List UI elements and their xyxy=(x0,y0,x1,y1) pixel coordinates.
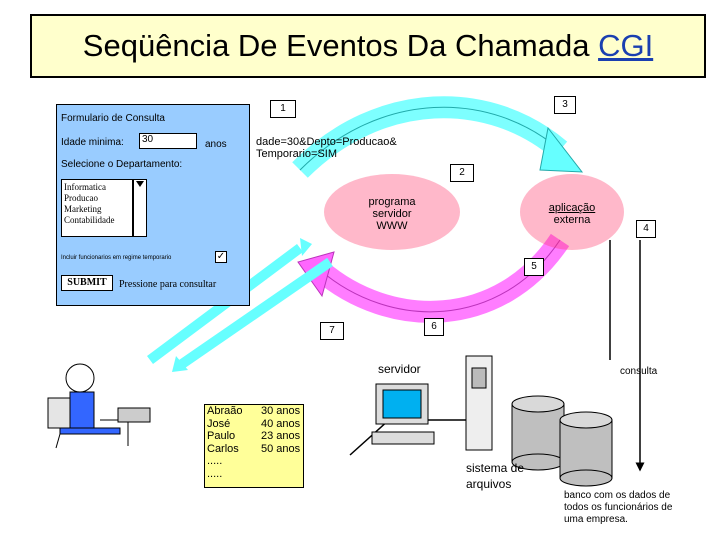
submit-hint: Pressione para consultar xyxy=(119,279,217,290)
temp-label: Incluir funcionarios em regime temporari… xyxy=(61,255,172,261)
arrow-to-user xyxy=(179,257,333,369)
step-5: 5 xyxy=(524,258,544,276)
server-program-label: programa servidor WWW xyxy=(352,196,432,232)
list-item[interactable]: Marketing xyxy=(64,204,102,214)
arrow-head-top xyxy=(539,126,584,173)
title-banner: Seqüência De Eventos Da Chamada CGI xyxy=(30,14,706,78)
step-3: 3 xyxy=(554,96,576,114)
step-1: 1 xyxy=(270,100,296,118)
result-name: ..... xyxy=(207,455,223,467)
query-line: Temporario=SIM xyxy=(256,148,338,160)
age-unit: anos xyxy=(205,139,227,150)
page-title: Seqüência De Eventos Da Chamada CGI xyxy=(82,28,654,63)
names-column: Abraão José Paulo Carlos ..... ..... xyxy=(207,405,242,480)
step-2: 2 xyxy=(450,164,474,182)
results-box: Abraão José Paulo Carlos ..... ..... 30 … xyxy=(204,404,304,488)
cgi-link[interactable]: CGI xyxy=(598,28,654,63)
dept-list[interactable]: Informatica Producao Marketing Contabili… xyxy=(61,179,133,237)
node-text: externa xyxy=(553,214,591,226)
node-text: uma empresa. xyxy=(564,514,628,525)
step-7: 7 xyxy=(320,322,344,340)
chevron-down-icon[interactable] xyxy=(136,181,144,187)
database-label: banco com os dados de todos os funcionár… xyxy=(564,490,672,526)
ages-column: 30 anos 40 anos 23 anos 50 anos xyxy=(261,405,300,455)
result-name: ..... xyxy=(207,467,223,480)
node-text: sistema de xyxy=(466,461,525,475)
node-text: programa xyxy=(368,196,416,208)
query-line: dade=30&Depto=Producao& xyxy=(256,136,397,148)
result-age: 23 anos xyxy=(261,430,301,442)
node-text: arquivos xyxy=(466,477,512,491)
form-title: Formulario de Consulta xyxy=(61,113,165,124)
consulta-label: consulta xyxy=(620,366,658,377)
query-string: dade=30&Depto=Producao& Temporario=SIM xyxy=(256,136,397,160)
external-app-label: aplicação externa xyxy=(530,202,614,226)
result-age: 40 anos xyxy=(261,417,301,430)
node-text: banco com os dados de xyxy=(564,490,671,501)
result-age: 50 anos xyxy=(261,442,301,455)
result-name: Carlos xyxy=(207,442,239,455)
age-input[interactable]: 30 xyxy=(139,133,197,149)
dept-scrollbar[interactable] xyxy=(133,179,147,237)
step-6: 6 xyxy=(424,318,444,336)
query-form: Formulario de Consulta Idade minima: 30 … xyxy=(56,104,250,306)
external-app-ellipse xyxy=(520,174,624,250)
submit-button[interactable]: SUBMIT xyxy=(61,275,113,291)
node-text: servidor xyxy=(372,208,412,220)
temp-checkbox[interactable]: ✓ xyxy=(215,251,227,263)
list-item[interactable]: Contabilidade xyxy=(64,215,115,225)
node-text: WWW xyxy=(376,220,408,232)
node-text: aplicação xyxy=(548,202,596,214)
server-program-ellipse xyxy=(324,174,460,250)
list-item[interactable]: Producao xyxy=(64,193,98,203)
step-4: 4 xyxy=(636,220,656,238)
result-name: José xyxy=(207,417,231,430)
result-name: Paulo xyxy=(207,430,236,442)
server-label: servidor xyxy=(378,362,421,376)
dept-label: Selecione o Departamento: xyxy=(61,159,183,170)
node-text: todos os funcionários de xyxy=(564,502,673,513)
result-name: Abraão xyxy=(207,405,243,417)
user-icon xyxy=(47,363,151,449)
list-item[interactable]: Informatica xyxy=(64,182,106,192)
age-label: Idade minima: xyxy=(61,137,124,148)
result-age: 30 anos xyxy=(261,405,301,417)
file-system-label: sistema de arquivos xyxy=(466,460,524,492)
database-icon xyxy=(511,395,613,487)
